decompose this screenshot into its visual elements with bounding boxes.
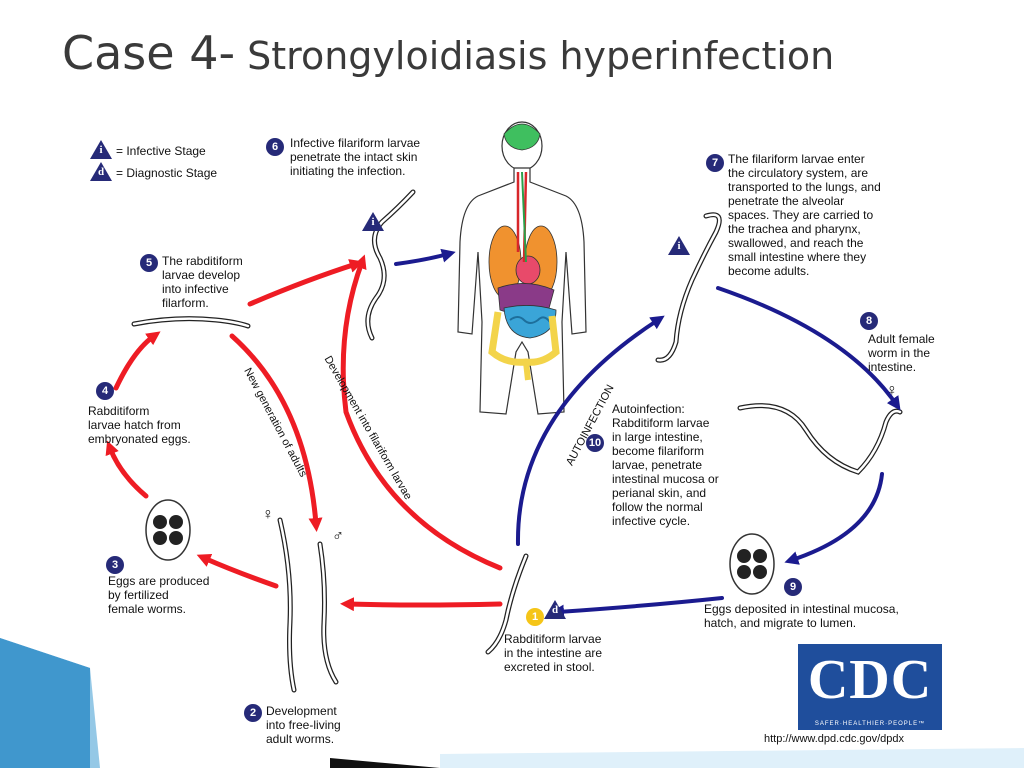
blue-cycle-arrows [394, 248, 901, 619]
legend-infective-label: = Infective Stage [116, 144, 206, 158]
infective-marker-autoinfection: i [668, 236, 690, 255]
cdc-logo-text: CDC [807, 649, 933, 711]
worm-shapes [131, 189, 903, 693]
step-4-text: Rabditiform larvae hatch from embryonate… [88, 404, 191, 446]
step-4-badge: 4 [96, 382, 114, 400]
step-9-badge: 9 [784, 578, 802, 596]
egg-right [729, 533, 775, 595]
step-3-text: Eggs are produced by fertilized female w… [108, 574, 210, 616]
step-6-text: Infective filariform larvae penetrate th… [290, 136, 421, 178]
slide-title: Case 4- Strongyloidiasis hyperinfection [62, 26, 834, 80]
step-10-text: Autoinfection: Rabditiform larvae in lar… [612, 402, 719, 528]
step-1-text: Rabditiform larvae in the intestine are … [504, 632, 603, 674]
step-6-badge: 6 [266, 138, 284, 156]
cdc-url: http://www.dpd.cdc.gov/dpdx [764, 733, 905, 745]
cdc-logo: CDC SAFER·HEALTHIER·PEOPLE™ [798, 644, 942, 730]
step-2-badge: 2 [244, 704, 262, 722]
red-cycle-arrows [105, 254, 503, 612]
male-symbol: ♂ [332, 528, 344, 545]
cdc-tagline: SAFER·HEALTHIER·PEOPLE™ [814, 721, 926, 727]
step-8-text: Adult female worm in the intestine. [868, 332, 935, 374]
step-10-badge: 10 [586, 434, 604, 452]
step-5-text: The rabditiform larvae develop into infe… [162, 254, 243, 310]
step-2-text: Development into free-living adult worms… [266, 704, 341, 746]
infective-marker-skin: i [362, 212, 384, 231]
diagnostic-marker-stool: d [544, 600, 566, 619]
legend-diagnostic-label: = Diagnostic Stage [116, 166, 218, 180]
slide-bottom-decoration [0, 638, 1024, 768]
life-cycle-diagram: i = Infective Stage d = Diagnostic Stage… [86, 112, 958, 750]
step-3-badge: 3 [106, 556, 124, 574]
female-symbol: ♀ [262, 506, 274, 523]
infective-stage-symbol: i [90, 140, 112, 159]
egg-left [145, 499, 191, 561]
step-5-badge: 5 [140, 254, 158, 272]
title-subject: Strongyloidiasis hyperinfection [235, 34, 835, 78]
title-case: Case 4- [62, 26, 236, 80]
step-7-text: The filariform larvae enter the circulat… [728, 152, 881, 278]
step-9-text: Eggs deposited in intestinal mucosa, hat… [704, 602, 899, 630]
diagram-graphics [105, 121, 903, 693]
diagnostic-stage-symbol: d [90, 162, 112, 181]
step-8-badge: 8 [860, 312, 878, 330]
female-symbol-adult: ♀ [886, 382, 898, 399]
step-7-badge: 7 [706, 154, 724, 172]
step-1-badge: 1 [526, 608, 544, 626]
human-body-figure [457, 121, 587, 415]
